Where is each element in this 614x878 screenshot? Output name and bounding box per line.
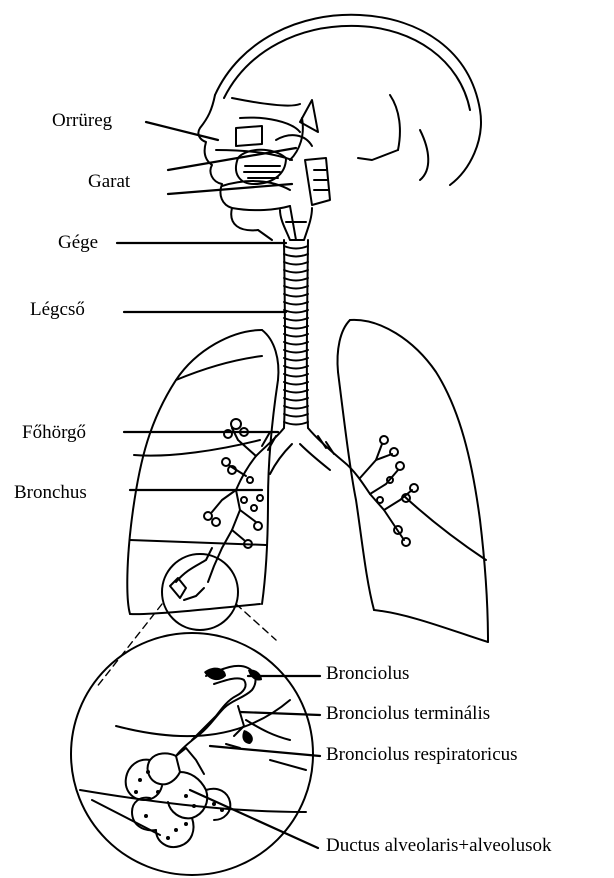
label-fohorgo: Főhörgő [22,423,86,442]
label-bronciolus: Bronciolus [326,664,409,683]
leader-bronciolus-respiratoricus [210,746,320,756]
leader-ductus-alveolaris [190,790,318,848]
label-bronciolus-respiratoricus: Bronciolus respiratoricus [326,745,518,764]
label-legcso: Légcső [30,300,85,319]
right-lung [127,330,278,614]
leader-orrureg [146,122,218,140]
label-bronchus: Bronchus [14,483,87,502]
head-outline [198,15,481,240]
magnification-marker [162,548,238,630]
right-bronchial-tree [204,419,263,582]
label-garat: Garat [88,172,130,191]
trachea [284,240,308,428]
leader-garat-2 [168,184,292,194]
label-gege: Gége [58,233,98,252]
label-bronciolus-terminalis: Bronciolus terminális [326,704,490,723]
label-orrureg: Orrüreg [52,111,112,130]
leader-bronciolus-terminalis [240,712,320,715]
alveolar-structure [126,666,256,847]
label-ductus-alveolaris: Ductus alveolaris+alveolusok [326,836,551,855]
